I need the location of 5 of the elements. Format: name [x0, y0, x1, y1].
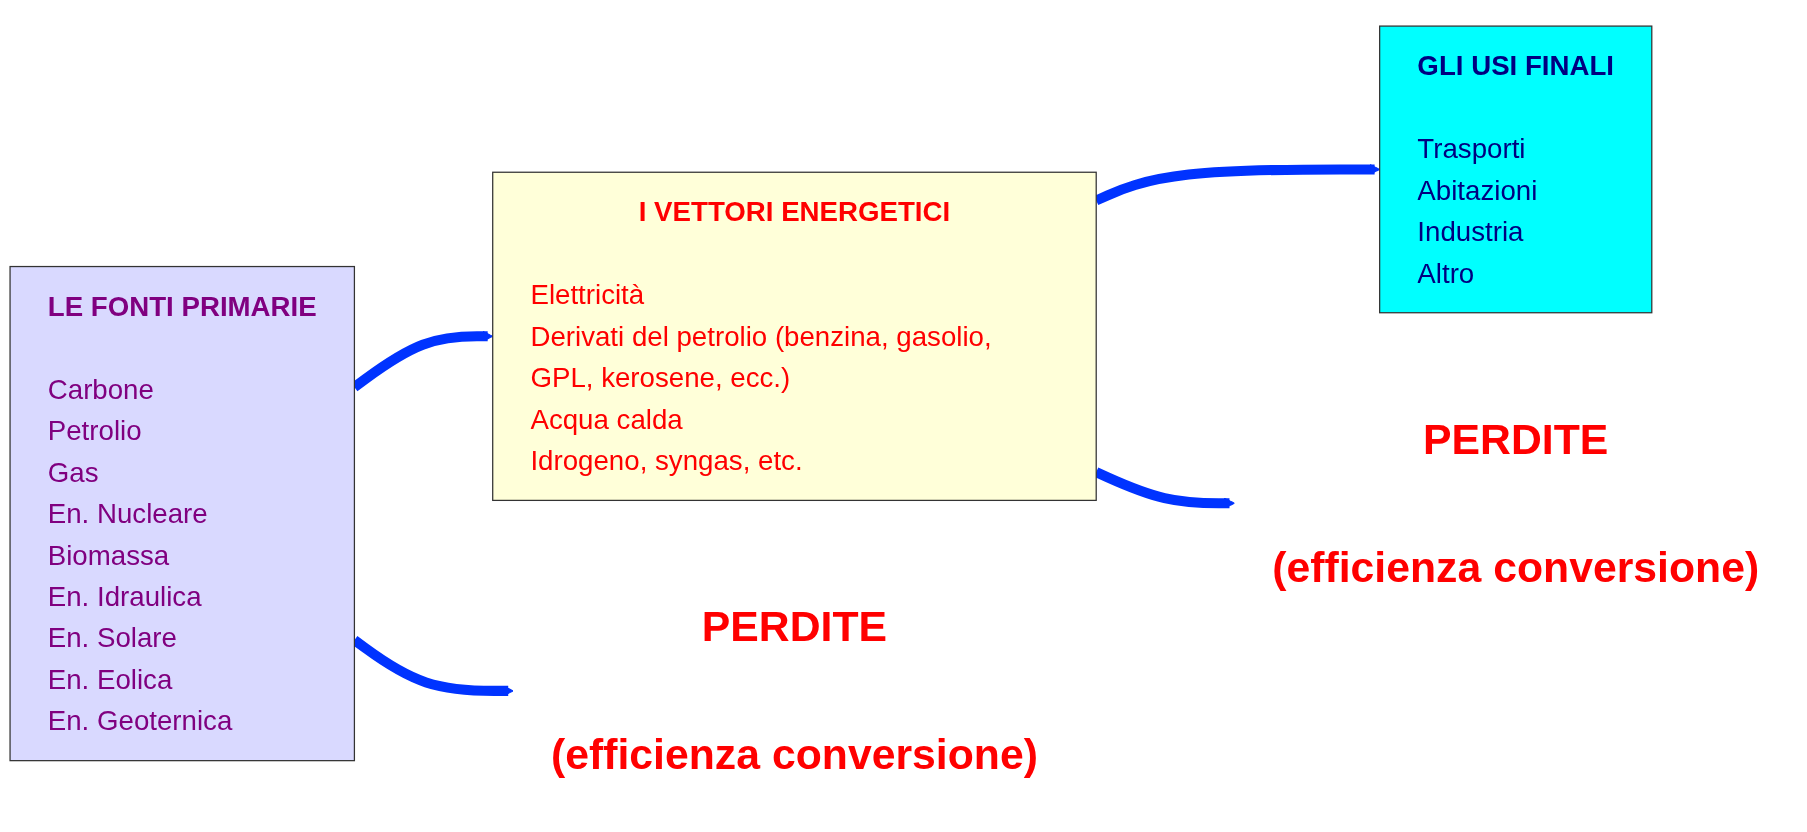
node-text: PERDITE (efficienza conversione)	[1272, 414, 1760, 591]
node-box: GLI USI FINALI Trasporti Abitazioni Industria Altro	[1379, 25, 1653, 314]
node-box: LE FONTI PRIMARIE Carbone Petrolio Gas En. Nucleare Biomassa En. Idraulica En. Solare En. Eolica En. Geoternica	[9, 265, 356, 762]
node-box: I VETTORI ENERGETICI Elettricità Derivati del petrolio (benzina, gasolio, GPL, kerosene, ecc.) Acqua calda Idrogeno, syngas, etc.	[492, 171, 1097, 501]
node-text: PERDITE (efficienza conversione)	[550, 602, 1038, 779]
